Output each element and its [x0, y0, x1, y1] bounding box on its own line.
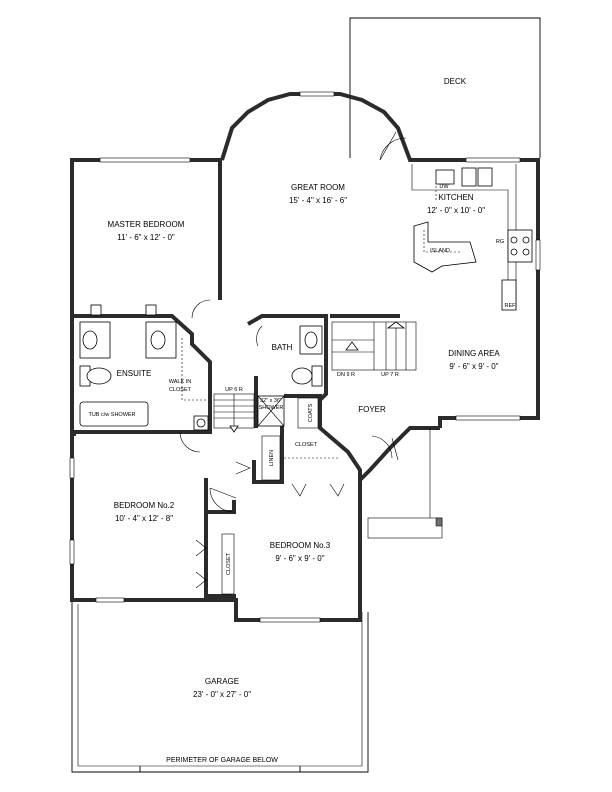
- kitchen: DW RG REF ISLAND KITCHEN 12' - 0" x 10' …: [411, 164, 533, 311]
- deck-label: DECK: [444, 77, 467, 86]
- toilet: [86, 367, 112, 385]
- island-label: ISLAND: [430, 248, 450, 254]
- hall-closets: CLOSET LINEN: [261, 435, 340, 481]
- interior-walls: [72, 160, 400, 598]
- garage-dim: 23' - 0" x 27' - 0": [193, 690, 251, 699]
- windows: [69, 91, 541, 623]
- master-bedroom-label: MASTER BEDROOM: [108, 220, 185, 229]
- bedroom-2-dim: 10' - 4" x 12' - 8": [115, 514, 173, 523]
- dining-area-label: DINING AREA: [448, 349, 500, 358]
- stairs-up-6: UP 6 R: [213, 387, 255, 433]
- dishwasher-label: DW: [439, 184, 449, 190]
- dining-area-dim: 9' - 6" x 9' - 0": [449, 362, 498, 371]
- walk-in-closet-label-2: CLOSET: [169, 387, 192, 393]
- shower-label-2: SHOWER: [259, 405, 284, 411]
- doors: [179, 131, 407, 589]
- stairs-main: DN 9 R UP 7 R: [331, 321, 417, 378]
- kitchen-dim: 12' - 0" x 10' - 0": [427, 206, 485, 215]
- stairs-up-6-label: UP 6 R: [225, 387, 243, 393]
- bedroom-3-dim: 9' - 6" x 9' - 0": [275, 554, 324, 563]
- garage-label: GARAGE: [205, 677, 239, 686]
- great-room-label: GREAT ROOM: [291, 183, 345, 192]
- bedroom-3: BEDROOM No.3 9' - 6" x 9' - 0": [270, 541, 331, 563]
- bedroom-2: BEDROOM No.2 10' - 4" x 12' - 8" CLOSET: [114, 501, 235, 595]
- linen-label: LINEN: [269, 450, 275, 466]
- tub: [79, 401, 149, 427]
- bath-label: BATH: [272, 343, 293, 352]
- garage-area: [71, 600, 369, 773]
- garage: GARAGE 23' - 0" x 27' - 0" PERIMETER OF …: [166, 677, 278, 764]
- ensuite: TUB c/w SHOWER ENSUITE WALK IN CLOSET: [79, 304, 209, 431]
- master-bedroom: MASTER BEDROOM 11' - 6" x 12' - 0": [108, 220, 185, 242]
- bedroom-3-label: BEDROOM No.3: [270, 541, 331, 550]
- bath: BATH 32" x 36" SHOWER: [257, 325, 323, 427]
- bedroom-2-label: BEDROOM No.2: [114, 501, 175, 510]
- hall-closet-label: CLOSET: [295, 442, 318, 448]
- coats-label: COATS: [308, 403, 314, 422]
- refrigerator-label: REF: [505, 303, 517, 309]
- dining-area: DINING AREA 9' - 6" x 9' - 0": [448, 349, 500, 371]
- great-room: GREAT ROOM 15' - 4" x 16' - 6": [289, 183, 347, 205]
- walk-in-closet-label-1: WALK IN: [169, 379, 191, 385]
- range-label: RG: [496, 239, 504, 245]
- master-bedroom-dim: 11' - 6" x 12' - 0": [117, 233, 175, 242]
- range: [507, 229, 533, 263]
- foyer: COATS FOYER: [297, 397, 386, 429]
- island: [413, 221, 477, 273]
- great-room-dim: 15' - 4" x 16' - 6": [289, 196, 347, 205]
- foyer-label: FOYER: [358, 405, 386, 414]
- front-steps: [367, 428, 443, 539]
- bedroom-2-closet-label: CLOSET: [226, 552, 232, 575]
- refrigerator: [501, 279, 517, 311]
- kitchen-label: KITCHEN: [438, 193, 473, 202]
- ensuite-label: ENSUITE: [117, 369, 152, 378]
- stairs-up-7-label: UP 7 R: [381, 372, 399, 378]
- tub-label: TUB c/w SHOWER: [88, 412, 135, 418]
- deck: DECK: [349, 17, 541, 158]
- shower-label-1: 32" x 36": [260, 398, 282, 404]
- garage-perimeter-label: PERIMETER OF GARAGE BELOW: [166, 757, 278, 764]
- stairs-down-label: DN 9 R: [337, 372, 355, 378]
